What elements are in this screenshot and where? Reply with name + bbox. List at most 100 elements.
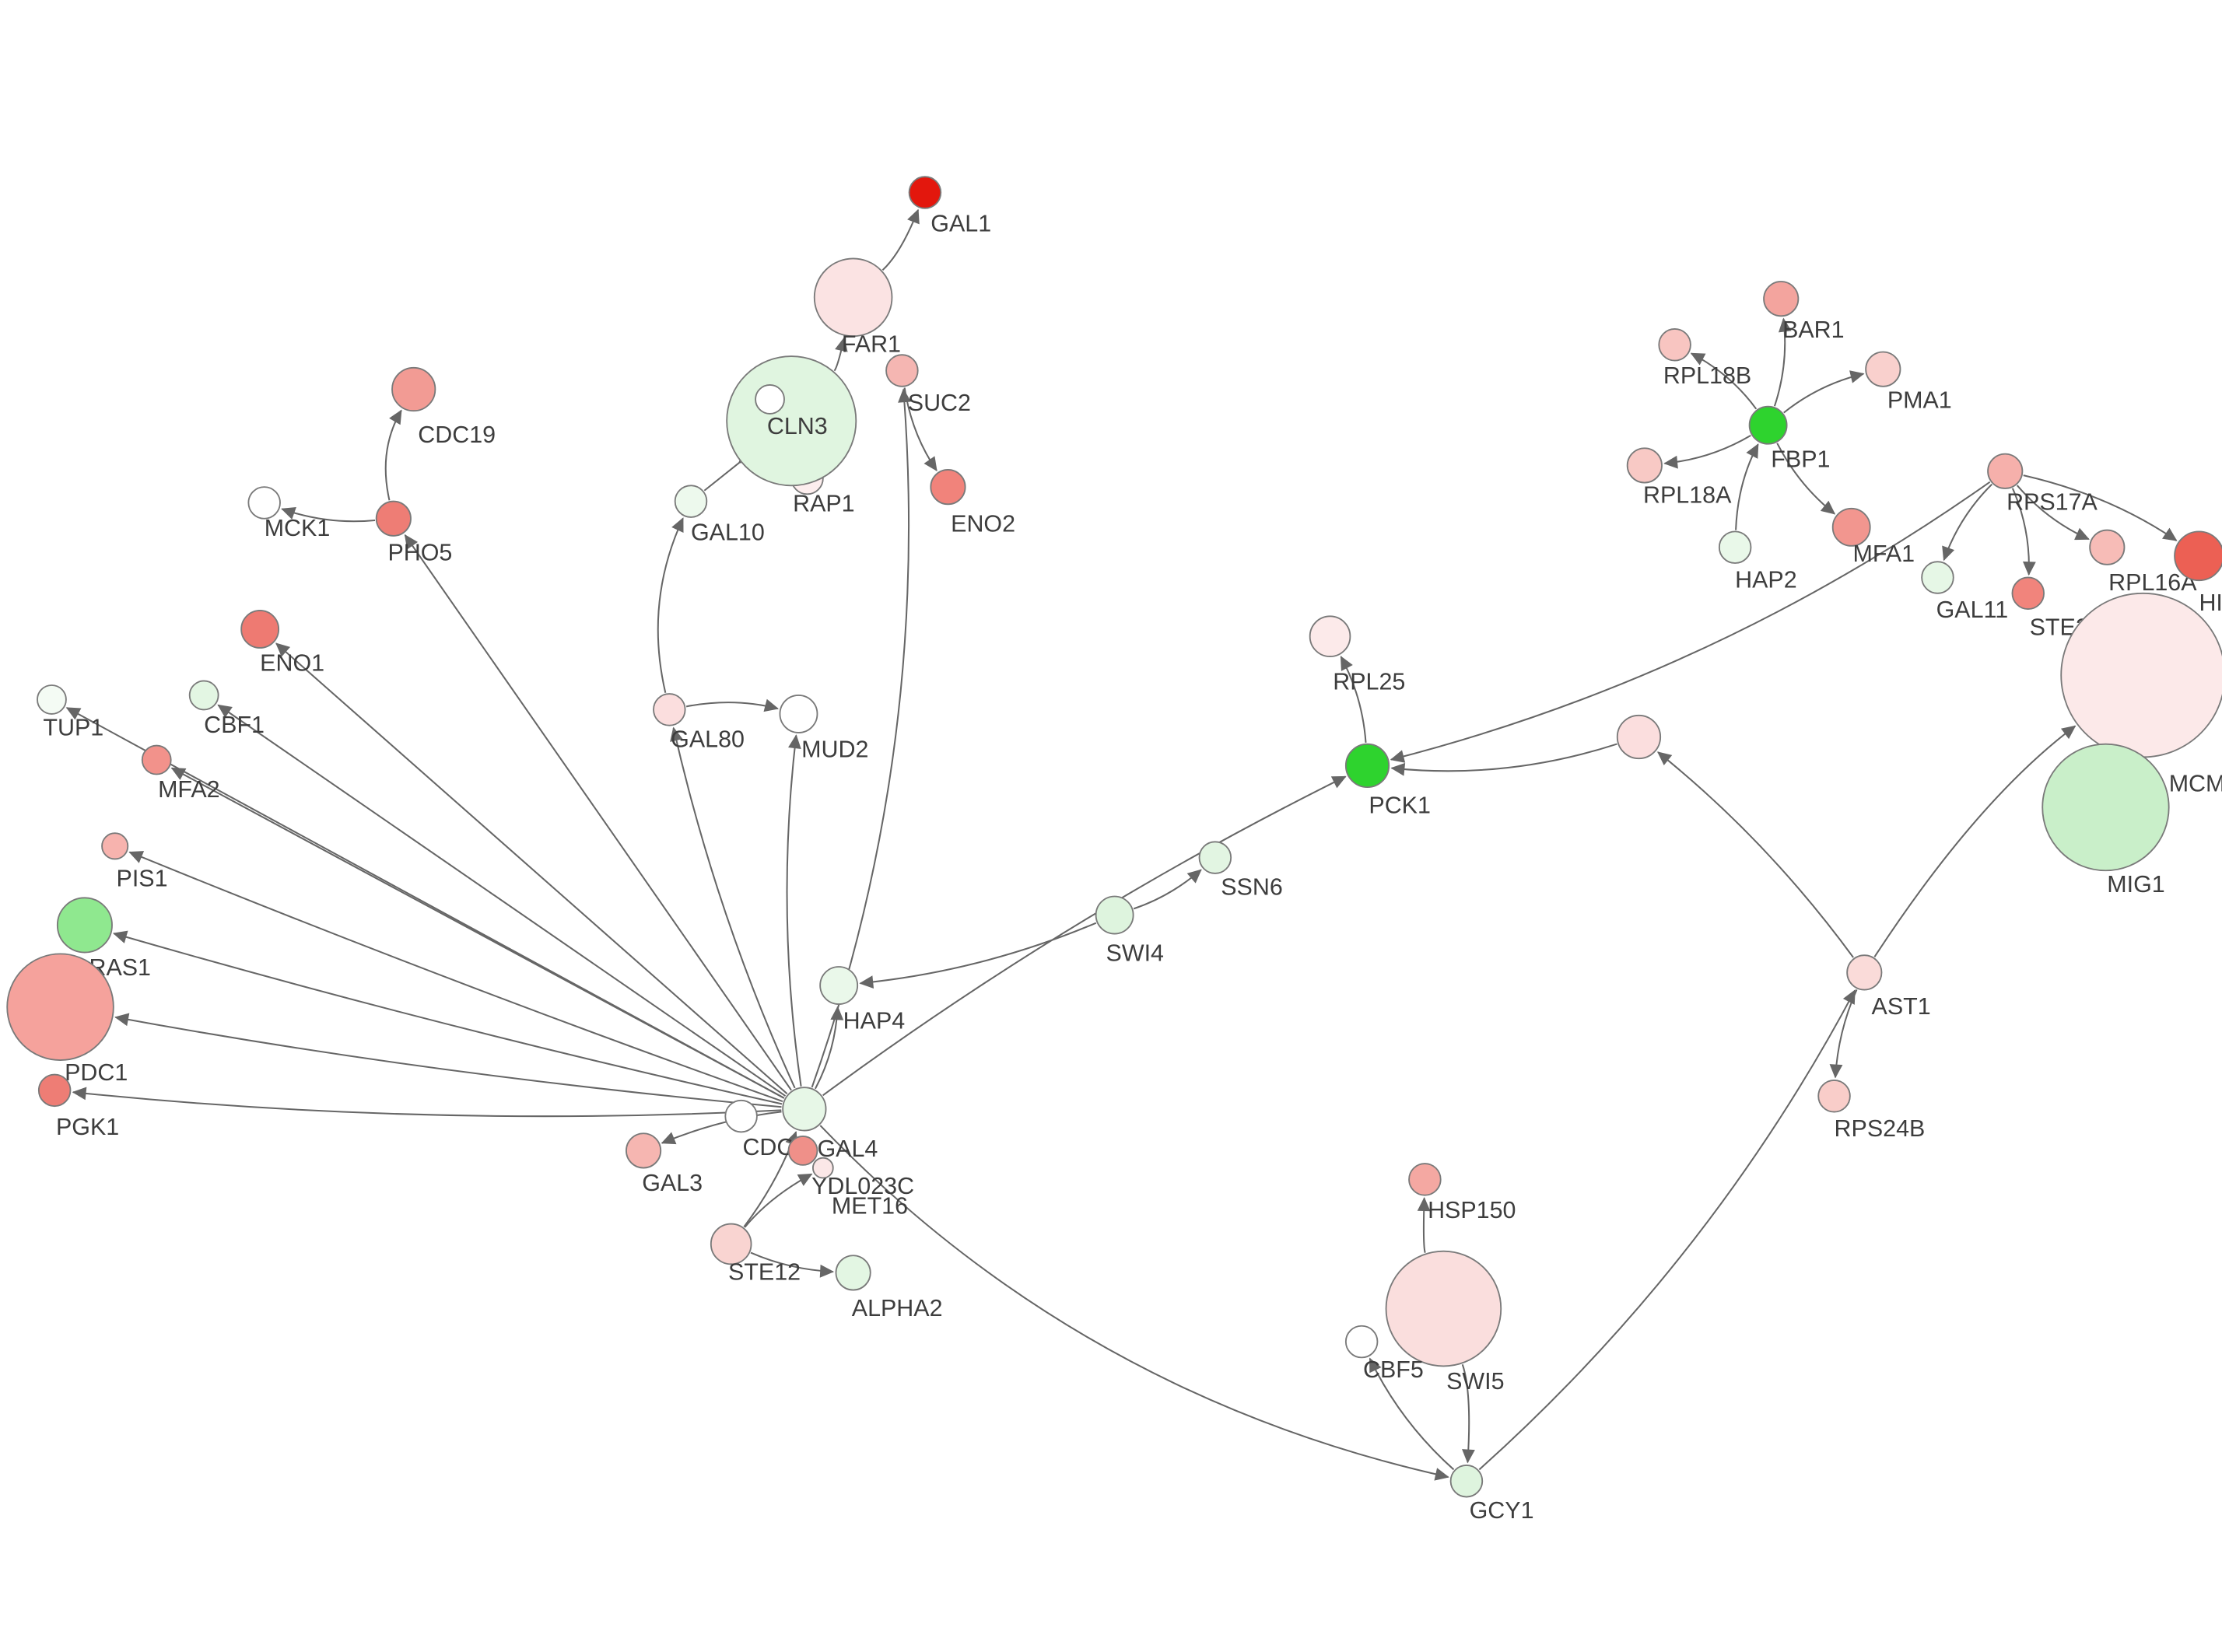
edge-pck1-rpl25[interactable] xyxy=(1340,656,1367,743)
node-mfa1[interactable]: MFA1 xyxy=(1831,507,1915,567)
node-alpha2[interactable]: ALPHA2 xyxy=(835,1255,943,1321)
node-ras1[interactable]: RAS1 xyxy=(56,897,151,981)
edge-swi5-gcy1[interactable] xyxy=(1461,1363,1475,1464)
edge-ast1-rps24b[interactable] xyxy=(1829,989,1858,1079)
node-circle-mig1[interactable] xyxy=(2042,743,2170,872)
node-eno2[interactable]: ENO2 xyxy=(930,469,1015,537)
edge-rps17a-gal11[interactable] xyxy=(1942,483,1992,562)
node-circle-swi5[interactable] xyxy=(1385,1250,1502,1367)
node-ydl023c[interactable]: YDL023C xyxy=(787,1136,915,1199)
edge-gal10-cln3[interactable] xyxy=(703,450,753,492)
edge-fbp1-rpl18a[interactable] xyxy=(1663,434,1751,469)
node-rps17a[interactable]: RPS17A xyxy=(1987,453,2098,516)
node-rpl16a[interactable]: RPL16A xyxy=(2089,529,2197,597)
edge-node_b-pck1[interactable] xyxy=(1390,743,1617,776)
node-circle-mck1[interactable] xyxy=(247,486,281,520)
node-far1[interactable]: FAR1 xyxy=(813,257,901,358)
edge-gal4-hap4[interactable] xyxy=(814,1006,844,1090)
node-circle-gal80[interactable] xyxy=(653,693,686,726)
node-circle-ste12[interactable] xyxy=(710,1223,752,1265)
node-circle-cdc19[interactable] xyxy=(391,366,436,412)
edge-far1-gal1[interactable] xyxy=(881,208,920,271)
edge-swi5-hsp150[interactable] xyxy=(1417,1197,1431,1254)
edge-gal4-gal3[interactable] xyxy=(661,1111,782,1145)
node-his4[interactable]: HIS4 xyxy=(2174,530,2222,616)
node-gal4[interactable]: GAL4 xyxy=(782,1087,878,1162)
node-circle-met16[interactable] xyxy=(812,1157,834,1179)
edge-fbp1-mfa1[interactable] xyxy=(1776,443,1836,515)
node-bar1[interactable]: BAR1 xyxy=(1763,281,1845,343)
node-cdc19[interactable]: CDC19 xyxy=(391,366,496,448)
node-circle-gal4[interactable] xyxy=(782,1087,827,1132)
node-mud2[interactable]: MUD2 xyxy=(779,695,868,762)
edge-gal4-pho5[interactable] xyxy=(404,534,792,1091)
node-circle-gal1[interactable] xyxy=(908,176,942,209)
edge-gal4-pdc1[interactable] xyxy=(114,1013,782,1108)
node-circle-cbf5[interactable] xyxy=(1344,1325,1379,1359)
node-cbf5[interactable]: CBF5 xyxy=(1344,1325,1424,1383)
node-circle-ssn6[interactable] xyxy=(1198,841,1232,874)
node-circle-rpl18a[interactable] xyxy=(1626,447,1663,484)
edge-swi4-hap4[interactable] xyxy=(859,922,1097,989)
node-circle-swi4[interactable] xyxy=(1095,895,1134,935)
edge-gal4-mud2[interactable] xyxy=(786,734,802,1087)
node-circle-ydl023c[interactable] xyxy=(787,1136,818,1166)
node-circle-mud2[interactable] xyxy=(779,695,818,733)
edge-gal4-eno1[interactable] xyxy=(275,642,788,1095)
node-gal10[interactable]: GAL10 xyxy=(674,485,765,545)
node-circle-gcy1[interactable] xyxy=(1449,1464,1484,1498)
node-circle-cbf1[interactable] xyxy=(188,680,219,711)
node-circle-rpl16a[interactable] xyxy=(2089,529,2126,565)
node-circle-ast1[interactable] xyxy=(1846,954,1883,991)
node-mfa2[interactable]: MFA2 xyxy=(141,744,220,803)
node-circle-bar1[interactable] xyxy=(1763,281,1800,317)
edge-cln3-far1[interactable] xyxy=(833,337,848,372)
node-circle-pis1[interactable] xyxy=(101,832,129,860)
node-hsp150[interactable]: HSP150 xyxy=(1408,1163,1516,1223)
edge-rps17a-ste2[interactable] xyxy=(2011,488,2036,576)
edge-rps17a-his4[interactable] xyxy=(2023,474,2178,541)
node-gal3[interactable]: GAL3 xyxy=(626,1132,703,1196)
node-gal11[interactable]: GAL11 xyxy=(1921,561,2008,623)
node-circle-pgk1[interactable] xyxy=(37,1073,72,1108)
edge-rps17a-pck1[interactable] xyxy=(1390,481,1991,763)
edge-fbp1-rpl18b[interactable] xyxy=(1690,352,1758,410)
edge-pho5-cdc19[interactable] xyxy=(384,409,402,501)
node-circle-rpl25[interactable] xyxy=(1309,615,1351,657)
node-circle-pdc1[interactable] xyxy=(6,953,114,1061)
edge-gal4-ras1[interactable] xyxy=(112,930,783,1105)
node-node_b[interactable] xyxy=(1616,714,1662,760)
node-rpl18a[interactable]: RPL18A xyxy=(1626,447,1732,508)
node-circle-hap4[interactable] xyxy=(819,966,859,1005)
node-circle-mcm1[interactable] xyxy=(2060,592,2222,758)
edge-gal4-gal80[interactable] xyxy=(670,726,796,1089)
edge-suc2-eno2[interactable] xyxy=(903,387,938,471)
edge-gal4-gcy1[interactable] xyxy=(819,1125,1449,1481)
node-cln3[interactable]: CLN3 xyxy=(726,355,857,487)
node-suc2[interactable]: SUC2 xyxy=(885,354,971,416)
edge-hap2-fbp1[interactable] xyxy=(1735,443,1759,530)
node-met16[interactable]: MET16 xyxy=(812,1157,908,1220)
node-pis1[interactable]: PIS1 xyxy=(101,832,168,892)
node-pgk1[interactable]: PGK1 xyxy=(37,1073,119,1141)
node-circle-eno2[interactable] xyxy=(930,469,966,506)
node-circle-rps17a[interactable] xyxy=(1987,453,2024,489)
node-circle-rpl18b[interactable] xyxy=(1658,328,1691,362)
node-circle-ste2[interactable] xyxy=(2011,576,2045,611)
edge-fbp1-pma1[interactable] xyxy=(1783,370,1865,414)
node-circle-pho5[interactable] xyxy=(375,500,412,537)
edge-gal4-cbf1[interactable] xyxy=(217,704,787,1097)
node-ast1[interactable]: AST1 xyxy=(1846,954,1931,1020)
node-circle-pma1[interactable] xyxy=(1865,351,1901,387)
edge-gal4-pck1[interactable] xyxy=(822,775,1347,1097)
node-circle-his4[interactable] xyxy=(2174,530,2222,582)
node-circle-hap2[interactable] xyxy=(1718,530,1752,564)
node-circle-pck1[interactable] xyxy=(1344,743,1390,789)
node-circle-mfa1[interactable] xyxy=(1831,507,1871,547)
node-gcy1[interactable]: GCY1 xyxy=(1449,1464,1534,1524)
edge-rps17a-rpl16a[interactable] xyxy=(2016,485,2090,541)
node-pdc1[interactable]: PDC1 xyxy=(6,953,128,1086)
node-circle-suc2[interactable] xyxy=(885,354,919,387)
node-circle-eno1[interactable] xyxy=(240,610,280,649)
